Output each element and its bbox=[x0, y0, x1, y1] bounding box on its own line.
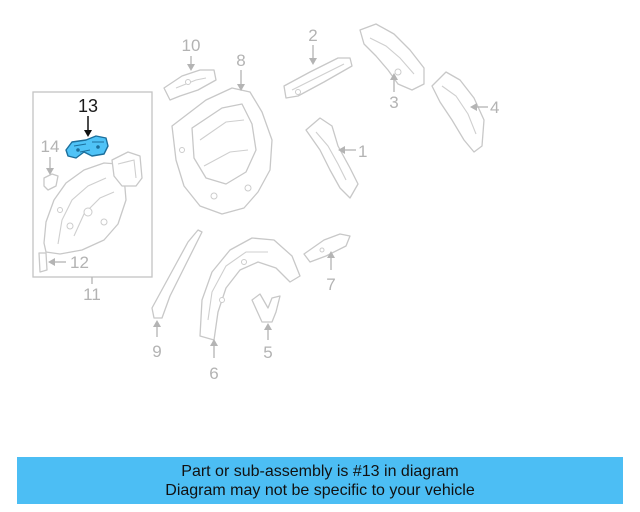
callout-1[interactable]: 1 bbox=[358, 142, 367, 161]
callout-6[interactable]: 6 bbox=[209, 364, 218, 383]
callout-12[interactable]: 12 bbox=[70, 253, 89, 272]
banner-line-part-number: Part or sub-assembly is #13 in diagram bbox=[181, 462, 459, 480]
part-14-clip[interactable] bbox=[43, 173, 59, 191]
part-7-bracket[interactable] bbox=[303, 233, 351, 263]
callout-3[interactable]: 3 bbox=[389, 93, 398, 112]
info-banner: Part or sub-assembly is #13 in diagram D… bbox=[17, 457, 623, 504]
parts-diagram: 11 14 12 bbox=[32, 23, 499, 383]
part-13-highlighted[interactable] bbox=[65, 135, 109, 159]
bracket-insert-part[interactable] bbox=[111, 151, 143, 187]
callout-11[interactable]: 11 bbox=[83, 285, 101, 304]
callout-8[interactable]: 8 bbox=[236, 51, 245, 70]
callout-4[interactable]: 4 bbox=[490, 98, 499, 117]
subassembly-11-group: 11 14 12 bbox=[32, 91, 153, 304]
callout-7[interactable]: 7 bbox=[326, 275, 335, 294]
callout-5[interactable]: 5 bbox=[263, 343, 272, 362]
callout-9[interactable]: 9 bbox=[152, 342, 161, 361]
callout-2[interactable]: 2 bbox=[308, 26, 317, 45]
part-2-rail[interactable] bbox=[283, 57, 353, 99]
callout-14[interactable]: 14 bbox=[41, 137, 60, 156]
callout-13[interactable]: 13 bbox=[78, 96, 98, 116]
part-12-clip[interactable] bbox=[38, 252, 48, 273]
part-6-wheel-liner[interactable] bbox=[199, 237, 301, 341]
part-9-molding[interactable] bbox=[151, 229, 203, 319]
banner-line-disclaimer: Diagram may not be specific to your vehi… bbox=[165, 481, 475, 499]
part-8-quarter-inner[interactable] bbox=[171, 87, 273, 215]
part-3-rail[interactable] bbox=[359, 23, 425, 91]
part-10-bracket[interactable] bbox=[163, 69, 217, 101]
part-1-pillar[interactable] bbox=[305, 117, 359, 199]
callout-10[interactable]: 10 bbox=[182, 36, 201, 55]
part-4-extension[interactable] bbox=[431, 71, 485, 153]
part-5-mudguard[interactable] bbox=[251, 293, 281, 323]
